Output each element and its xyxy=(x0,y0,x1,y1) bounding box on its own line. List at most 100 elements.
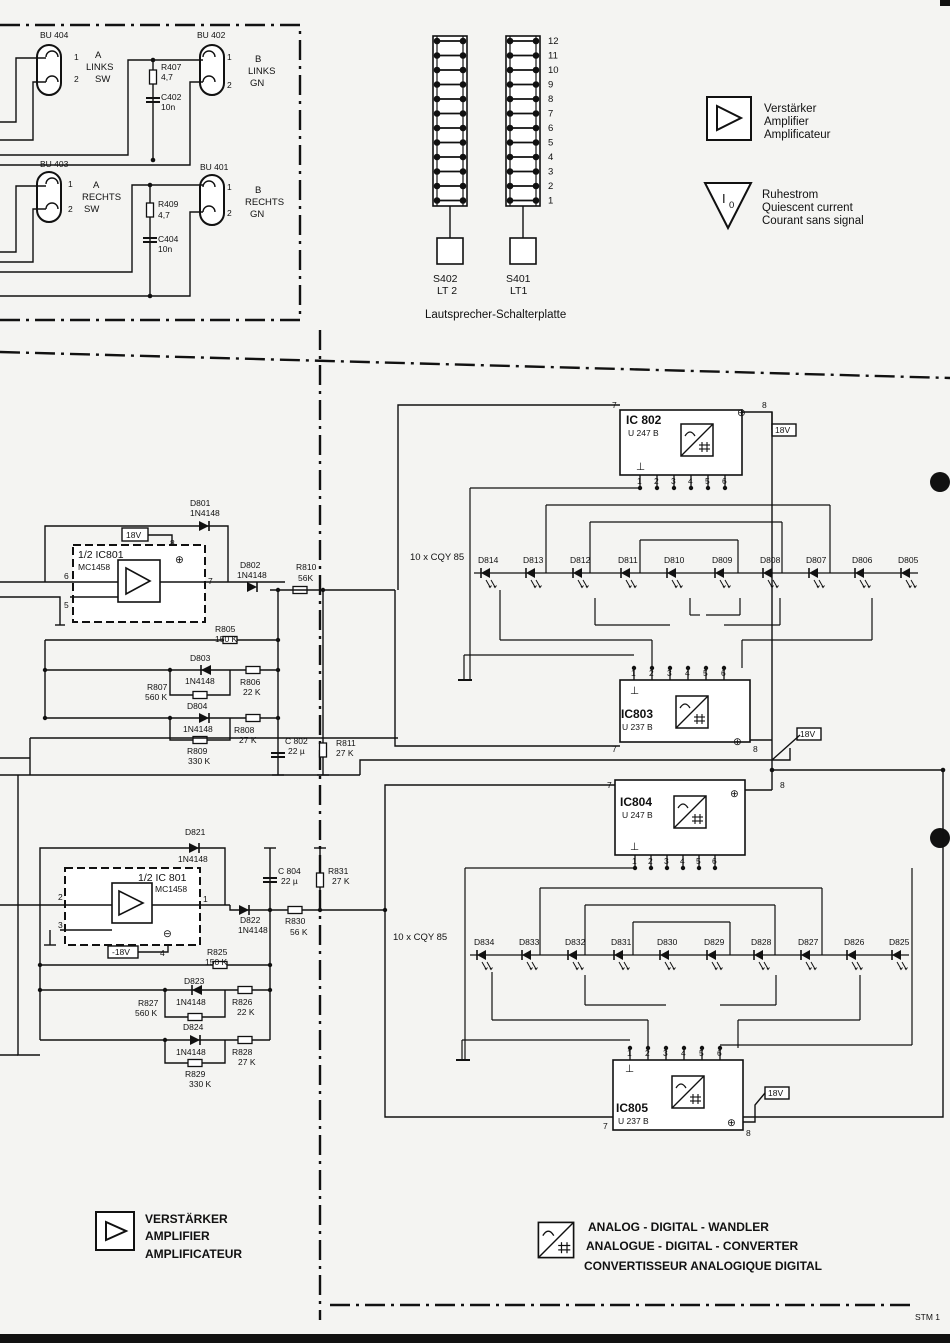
led-diode xyxy=(891,949,909,971)
ic805-18v: 18V xyxy=(768,1088,783,1098)
led-diode xyxy=(808,567,826,589)
r829-val: 330 K xyxy=(189,1079,212,1089)
led-diode xyxy=(620,567,638,589)
r810-ref: R810 xyxy=(296,562,317,572)
bu402-side: LINKS xyxy=(248,66,275,77)
legend-amp-fr: Amplificateur xyxy=(764,129,831,141)
ic801a-p5: 5 xyxy=(64,600,69,610)
switch-number: 4 xyxy=(548,152,553,163)
led-ref: D810 xyxy=(664,555,685,565)
c802-ref: C 802 xyxy=(285,736,308,746)
led-ref: D827 xyxy=(798,937,819,947)
led-diode xyxy=(900,567,918,589)
ic802-ref: IC 802 xyxy=(626,413,662,427)
switch-number: 12 xyxy=(548,36,559,47)
speaker-switchboard: S402 LT 2 S401 LT1 Lautsprecher-Schalter… xyxy=(425,35,566,321)
ic-pin-label: 6 xyxy=(712,856,717,866)
led-diode xyxy=(659,949,677,971)
bu401-pin2: 2 xyxy=(227,208,232,218)
ic805-type: U 237 B xyxy=(618,1116,649,1126)
c404-val: 10n xyxy=(158,244,172,254)
ic803-type: U 237 B xyxy=(622,722,653,732)
io-symbol: I xyxy=(722,191,726,206)
s401-lt: LT1 xyxy=(510,285,527,297)
bu404-pin1: 1 xyxy=(74,52,79,62)
legend-amp-en: Amplifier xyxy=(764,116,809,128)
d801-ref: D801 xyxy=(190,498,211,508)
legend-amp-de: Verstärker xyxy=(764,103,817,115)
switch-number: 11 xyxy=(548,51,558,62)
d824-ref: D824 xyxy=(183,1022,204,1032)
d822-type: 1N4148 xyxy=(238,925,268,935)
bu401-ch: B xyxy=(255,185,261,196)
upper-channel: 1/2 IC801 MC1458 6 5 7 8 ⊕ 18V D801 1N41… xyxy=(0,400,943,776)
led-ref: D826 xyxy=(844,937,865,947)
io-sub: 0 xyxy=(729,200,734,211)
bu403-ref: BU 403 xyxy=(40,159,69,169)
led-ref: D831 xyxy=(611,937,632,947)
legend-amp-fr-bottom: AMPLIFICATEUR xyxy=(145,1247,242,1261)
switch-number: 8 xyxy=(548,94,553,105)
ic805-p8: 8 xyxy=(746,1128,751,1138)
ic802-p7: 7 xyxy=(612,400,617,410)
ic-pin-label: 1 xyxy=(627,1048,632,1058)
legend-adc-de: ANALOG - DIGITAL - WANDLER xyxy=(588,1220,769,1234)
r825-ref: R825 xyxy=(207,947,228,957)
ic-pin-label: 2 xyxy=(645,1048,650,1058)
ic-pin-label: 3 xyxy=(667,668,672,678)
r828-ref: R828 xyxy=(232,1047,253,1057)
bu404-side: LINKS xyxy=(86,62,113,73)
led-diode xyxy=(666,567,684,589)
led-diode xyxy=(854,567,872,589)
r829-ref: R829 xyxy=(185,1069,206,1079)
r828-val: 27 K xyxy=(238,1057,256,1067)
legend-io-fr: Courant sans signal xyxy=(762,215,864,227)
led-ref: D812 xyxy=(570,555,591,565)
c804-ref: C 804 xyxy=(278,866,301,876)
ic801b-p3: 3 xyxy=(58,920,63,930)
s401-ref: S401 xyxy=(506,273,531,285)
led-ref: D807 xyxy=(806,555,827,565)
ic805-ref: IC805 xyxy=(616,1101,648,1115)
d801-type: 1N4148 xyxy=(190,508,220,518)
bu402-pin2: 2 xyxy=(227,80,232,90)
ic805-p7: 7 xyxy=(603,1121,608,1131)
ic801b-ref: 1/2 IC 801 xyxy=(138,872,187,884)
led-ref: D828 xyxy=(751,937,772,947)
r811-val: 27 K xyxy=(336,748,354,758)
ic803-18v: 18V xyxy=(800,729,815,739)
led-ref: D834 xyxy=(474,937,495,947)
ic-pin-label: 5 xyxy=(696,856,701,866)
led-diode xyxy=(714,567,732,589)
r409-val: 4,7 xyxy=(158,210,170,220)
amplifier-icon xyxy=(716,104,744,132)
bu401-ref: BU 401 xyxy=(200,162,229,172)
r806-ref: R806 xyxy=(240,677,261,687)
ic-pin-label: 3 xyxy=(671,476,676,486)
led-ref: D811 xyxy=(618,555,638,565)
led-diode xyxy=(525,567,543,589)
ic-pin-label: 3 xyxy=(663,1048,668,1058)
r407-val: 4,7 xyxy=(161,72,173,82)
bu404-ch: A xyxy=(95,50,102,61)
svg-text:⊕: ⊕ xyxy=(733,736,742,748)
led-diode xyxy=(762,567,780,589)
bu401-color: GN xyxy=(250,209,264,220)
legend-amp-en-bottom: AMPLIFIER xyxy=(145,1229,210,1243)
d821-type: 1N4148 xyxy=(178,854,208,864)
bu404-ref: BU 404 xyxy=(40,30,69,40)
switch-number: 3 xyxy=(548,167,553,178)
bu403-socket xyxy=(36,171,62,223)
ic-pin-label: 1 xyxy=(637,476,642,486)
bu401-socket xyxy=(199,174,225,226)
led-diode xyxy=(480,567,498,589)
ic-pin-label: 1 xyxy=(632,856,637,866)
ic801a-p7: 7 xyxy=(208,576,213,586)
bu402-color: GN xyxy=(250,78,264,89)
legend-adc-en: ANALOGUE - DIGITAL - CONVERTER xyxy=(586,1239,799,1253)
led-ref: D830 xyxy=(657,937,678,947)
ic801a-type: MC1458 xyxy=(78,562,110,572)
adc-legend-icon xyxy=(537,1221,575,1259)
